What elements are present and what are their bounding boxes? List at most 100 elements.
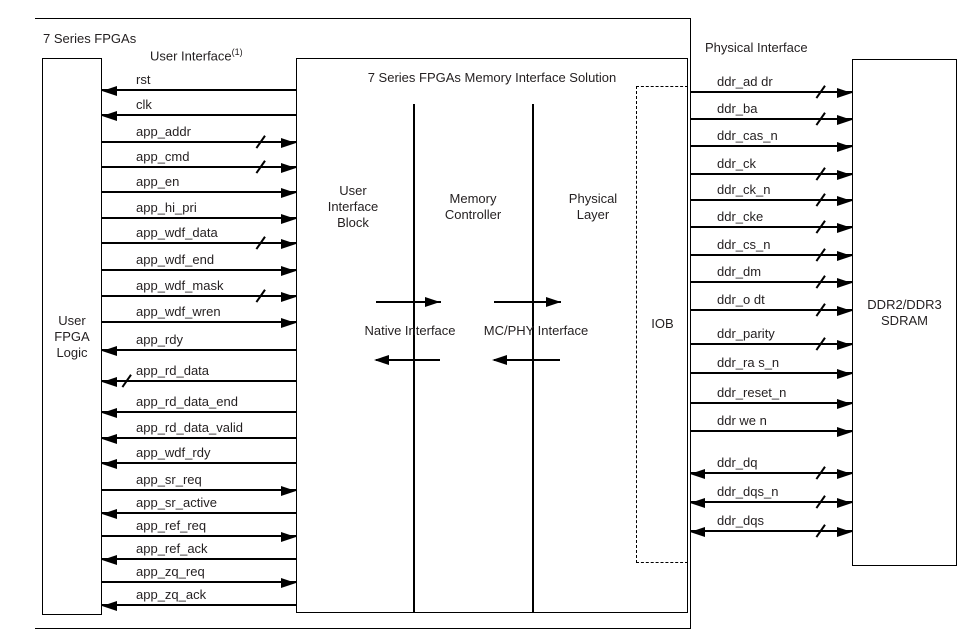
signal-label: rst [136, 72, 151, 87]
signal-label: app_wdf_end [136, 252, 215, 267]
arrowhead-left [102, 555, 117, 565]
arrowhead-right [837, 399, 852, 409]
arrowhead-right [281, 239, 296, 249]
arrowhead-right [837, 527, 852, 537]
native-interface-arrow-right-line [376, 301, 441, 303]
uib-line2: Interface [327, 199, 379, 214]
signal-label: app_en [136, 174, 180, 189]
user-interface-label: User Interface(1) [150, 47, 243, 63]
signal-line [690, 199, 852, 201]
signal-rst: rst [102, 0, 296, 637]
native-interface-arrow-left-head [374, 355, 389, 365]
arrowhead-left [102, 509, 117, 519]
signal-line [102, 166, 296, 168]
arrowhead-right [837, 170, 852, 180]
signal-label: app_wdf_data [136, 225, 218, 240]
native-interface-arrow-right-head [425, 297, 440, 307]
arrowhead-right [837, 88, 852, 98]
signal-line [102, 191, 296, 193]
fpga-boundary-box [35, 18, 691, 629]
signal-line [102, 217, 296, 219]
arrowhead-right [837, 251, 852, 261]
mcphy-interface-arrow-right-head [546, 297, 561, 307]
signal-app-wdf-data: app_wdf_data [102, 0, 296, 637]
arrowhead-left [102, 86, 117, 96]
arrowhead-left [690, 527, 705, 537]
signal-line [690, 173, 852, 175]
signal-ddr-cs-n: ddr_cs_n [690, 0, 852, 637]
signal-line [102, 269, 296, 271]
arrowhead-right [837, 369, 852, 379]
ddr-sdram-label: DDR2/DDR3 SDRAM [853, 60, 956, 565]
signal-label: app_hi_pri [136, 200, 197, 215]
arrowhead-left [102, 408, 117, 418]
signal-label: ddr_cas_n [717, 128, 778, 143]
signal-label: clk [136, 97, 152, 112]
mcphy-interface-arrow-left-head [492, 355, 507, 365]
arrowhead-right [281, 318, 296, 328]
signal-label: app_ref_req [136, 518, 207, 533]
signal-line [102, 411, 296, 413]
signal-line [690, 343, 852, 345]
signal-app-ref-req: app_ref_req [102, 0, 296, 637]
signal-app-zq-req: app_zq_req [102, 0, 296, 637]
user-interface-block-label: User Interface Block [328, 183, 379, 231]
signal-label: app_zq_ack [136, 587, 207, 602]
signal-line [102, 512, 296, 514]
arrowhead-right [837, 306, 852, 316]
signal-line [690, 254, 852, 256]
signal-line [102, 535, 296, 537]
arrowhead-right [837, 427, 852, 437]
signal-label: app_cmd [136, 149, 190, 164]
arrowhead-left [102, 459, 117, 469]
signal-ddr-dq: ddr_dq [690, 0, 852, 637]
signal-label: ddr_ck_n [717, 182, 771, 197]
arrowhead-left [102, 601, 117, 611]
signal-label: ddr_cke [717, 209, 764, 224]
signal-label: app_wdf_rdy [136, 445, 211, 460]
signal-label: ddr_dm [717, 264, 762, 279]
mcphy-interface-arrow-right-line [494, 301, 561, 303]
arrowhead-right [837, 498, 852, 508]
user-fpga-logic-block: User FPGA Logic [42, 58, 102, 615]
signal-line [102, 380, 296, 382]
fpga-boundary-label: 7 Series FPGAs [43, 31, 137, 46]
signal-ddr-cke: ddr_cke [690, 0, 852, 637]
iob-label: IOB [651, 316, 674, 331]
uib-line3: Block [337, 215, 369, 230]
signal-app-rd-data-valid: app_rd_data_valid [102, 0, 296, 637]
signal-line [690, 472, 852, 474]
signal-line [102, 462, 296, 464]
signal-line [690, 226, 852, 228]
signal-label: app_zq_req [136, 564, 205, 579]
signal-label: ddr_ck [717, 156, 757, 171]
signal-ddr-ad-dr: ddr_ad dr [690, 0, 852, 637]
memory-controller-label: Memory Controller [445, 191, 501, 223]
signal-ddr-reset-n: ddr_reset_n [690, 0, 852, 637]
signal-label: app_rd_data_end [136, 394, 238, 409]
signal-label: app_sr_active [136, 495, 217, 510]
signal-line [102, 141, 296, 143]
arrowhead-right [281, 292, 296, 302]
signal-app-wdf-rdy: app_wdf_rdy [102, 0, 296, 637]
user-interface-footnote: (1) [231, 47, 243, 57]
signal-line [690, 501, 852, 503]
mcphy-interface-label: MC/PHY Interface [483, 323, 589, 338]
physical-layer-label: Physical Layer [569, 191, 617, 223]
signal-line [690, 118, 852, 120]
signal-app-wdf-wren: app_wdf_wren [102, 0, 296, 637]
signal-ddr-dm: ddr_dm [690, 0, 852, 637]
pl-line2: Layer [576, 207, 610, 222]
signal-label: ddr_parity [717, 326, 775, 341]
signal-line [102, 489, 296, 491]
signal-app-sr-active: app_sr_active [102, 0, 296, 637]
arrowhead-left [690, 498, 705, 508]
solution-title: 7 Series FPGAs Memory Interface Solution [367, 70, 617, 85]
signal-clk: clk [102, 0, 296, 637]
signal-ddr-ck: ddr_ck [690, 0, 852, 637]
signal-app-addr: app_addr [102, 0, 296, 637]
signal-line [690, 430, 852, 432]
user-fpga-logic-label: User FPGA Logic [43, 59, 101, 614]
signal-line [102, 89, 296, 91]
arrowhead-right [837, 142, 852, 152]
